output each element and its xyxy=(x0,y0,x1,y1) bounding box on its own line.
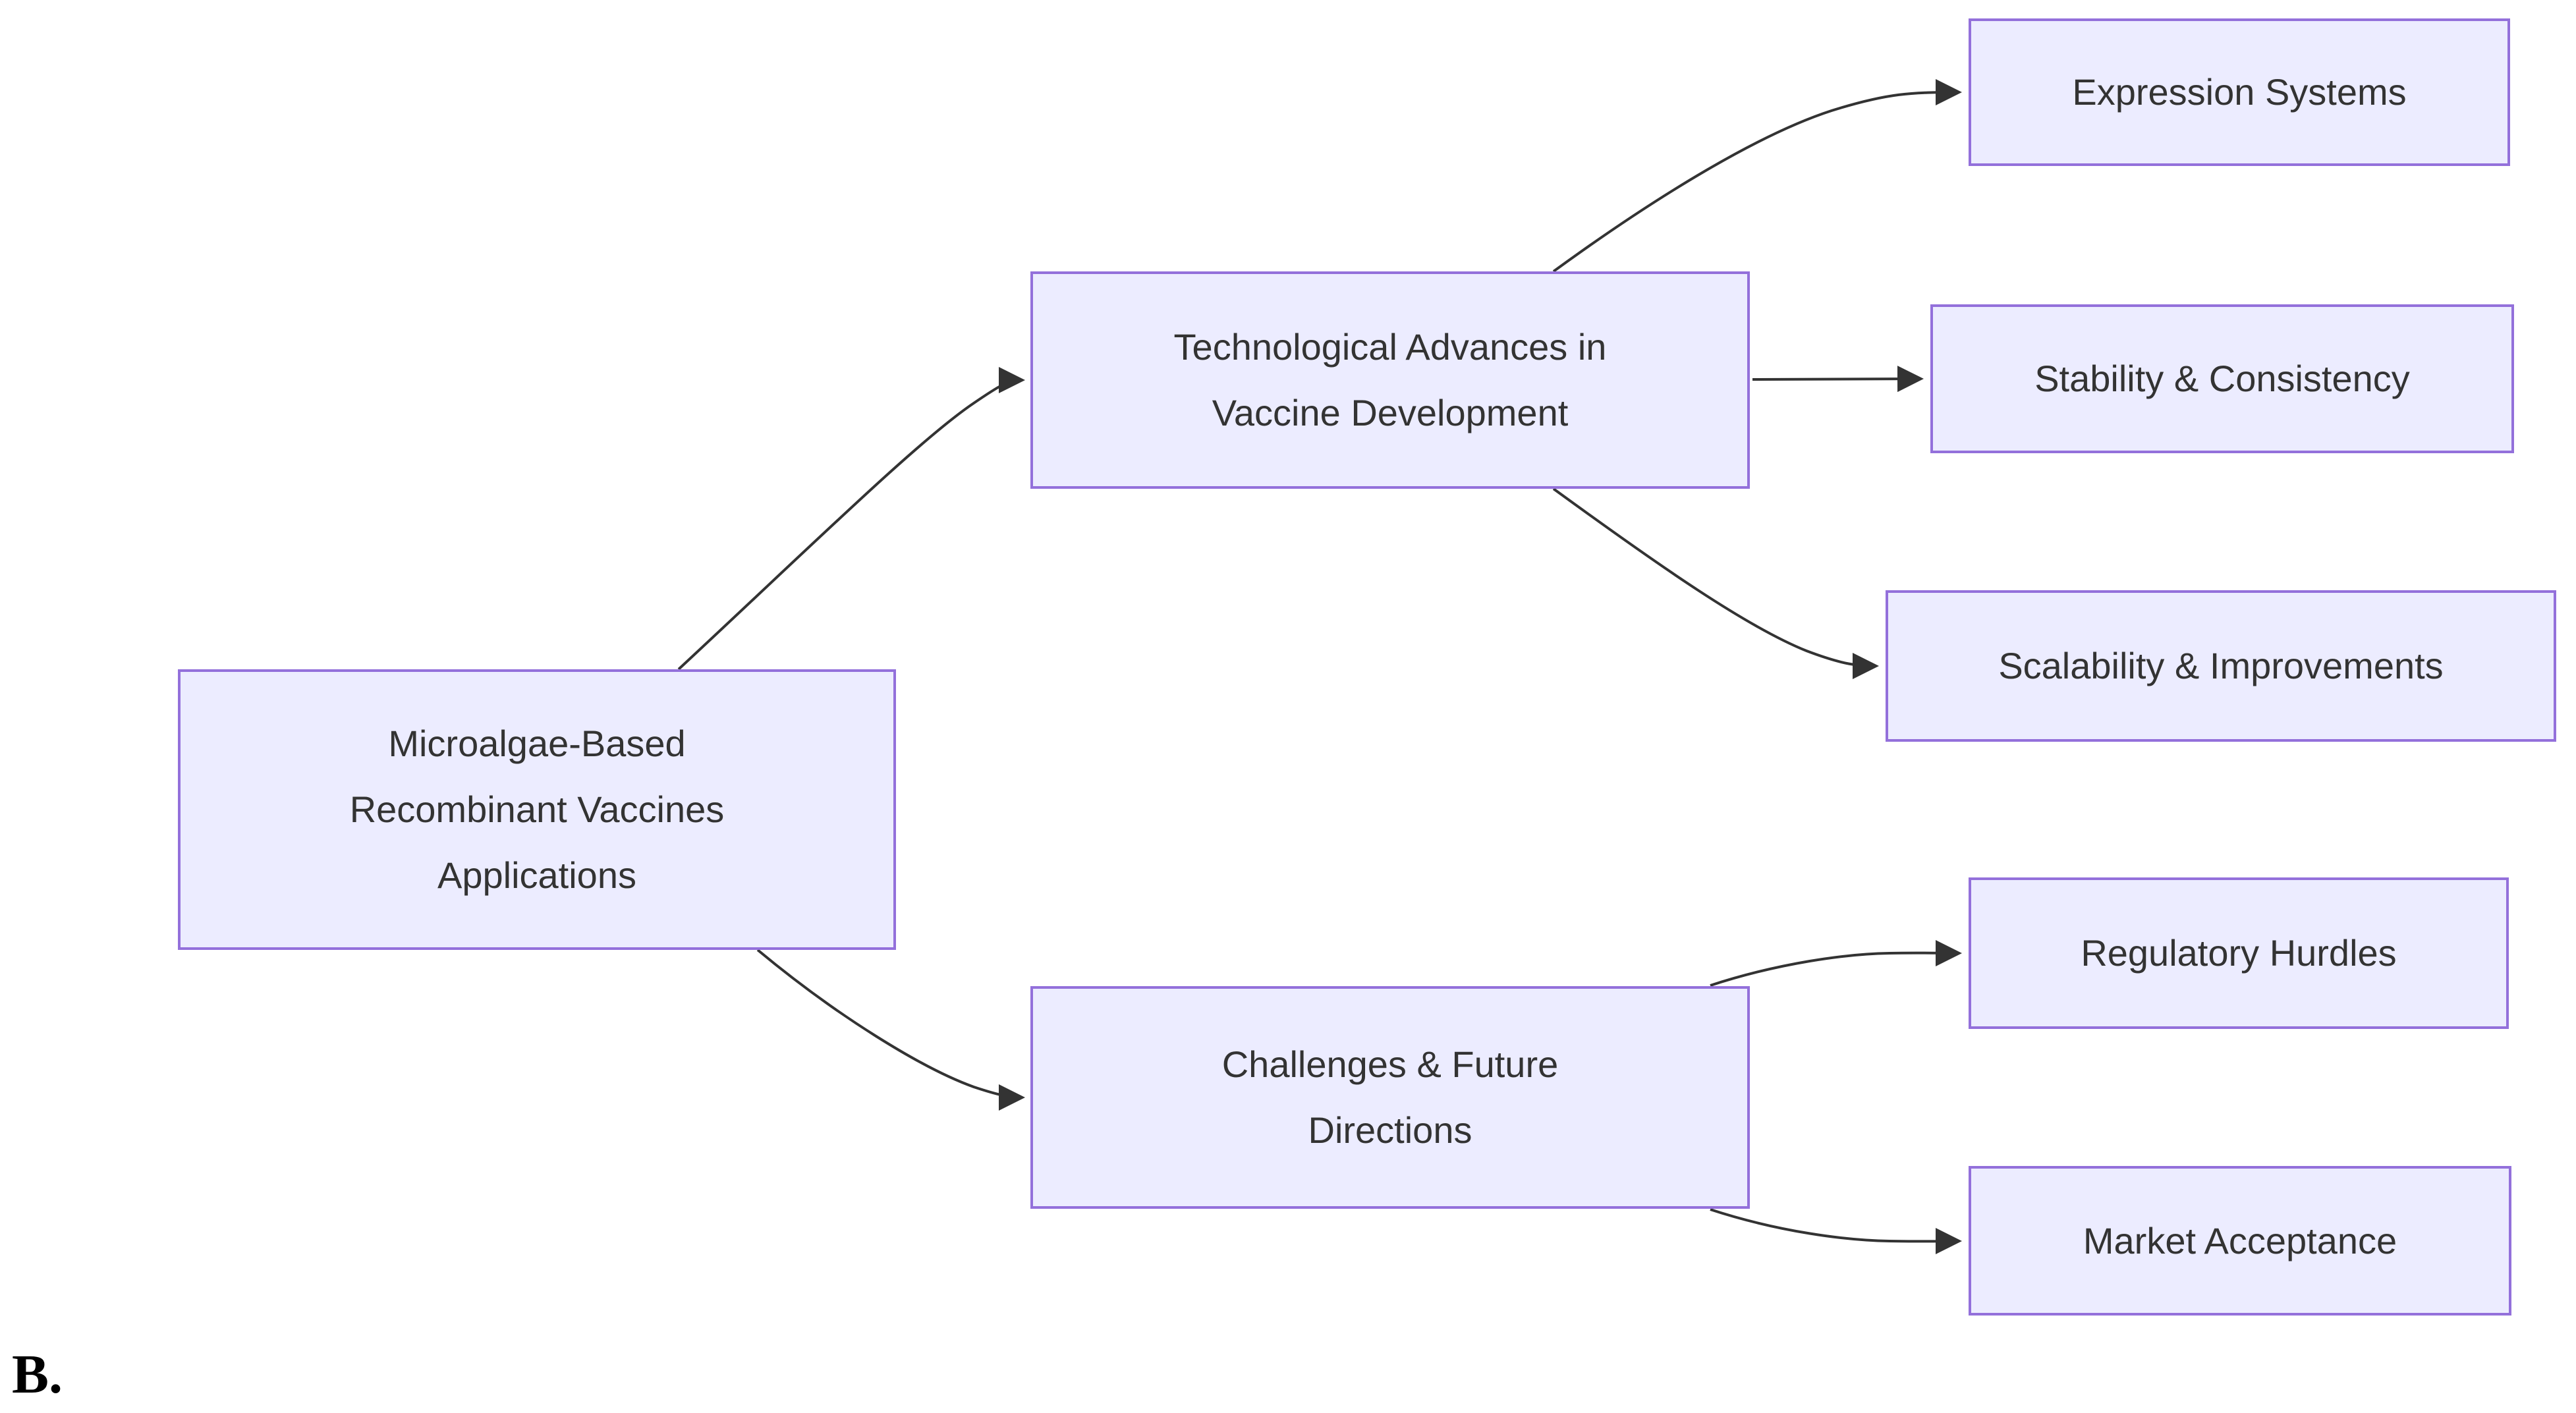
edge-tech-to-scalability xyxy=(1552,487,1879,679)
node-expression-systems: Expression Systems xyxy=(1969,18,2510,166)
node-stability-consistency: Stability & Consistency xyxy=(1930,304,2514,453)
edge-challenges-to-market xyxy=(1710,1208,1962,1255)
node-microalgae-recombinant-vaccines-applications: Microalgae-Based Recombinant Vaccines Ap… xyxy=(178,669,896,950)
edge-root-to-challenges xyxy=(756,949,1025,1111)
figure-label: B. xyxy=(12,1344,63,1405)
edge-root-to-tech xyxy=(677,367,1025,671)
edge-challenges-to-regulatory xyxy=(1710,939,1962,987)
node-challenges-future-directions: Challenges & Future Directions xyxy=(1030,986,1750,1209)
edge-tech-to-expression xyxy=(1552,79,1962,273)
node-technological-advances: Technological Advances in Vaccine Develo… xyxy=(1030,271,1750,489)
node-market-acceptance: Market Acceptance xyxy=(1969,1166,2511,1316)
node-regulatory-hurdles: Regulatory Hurdles xyxy=(1969,877,2509,1029)
node-scalability-improvements: Scalability & Improvements xyxy=(1886,590,2556,742)
